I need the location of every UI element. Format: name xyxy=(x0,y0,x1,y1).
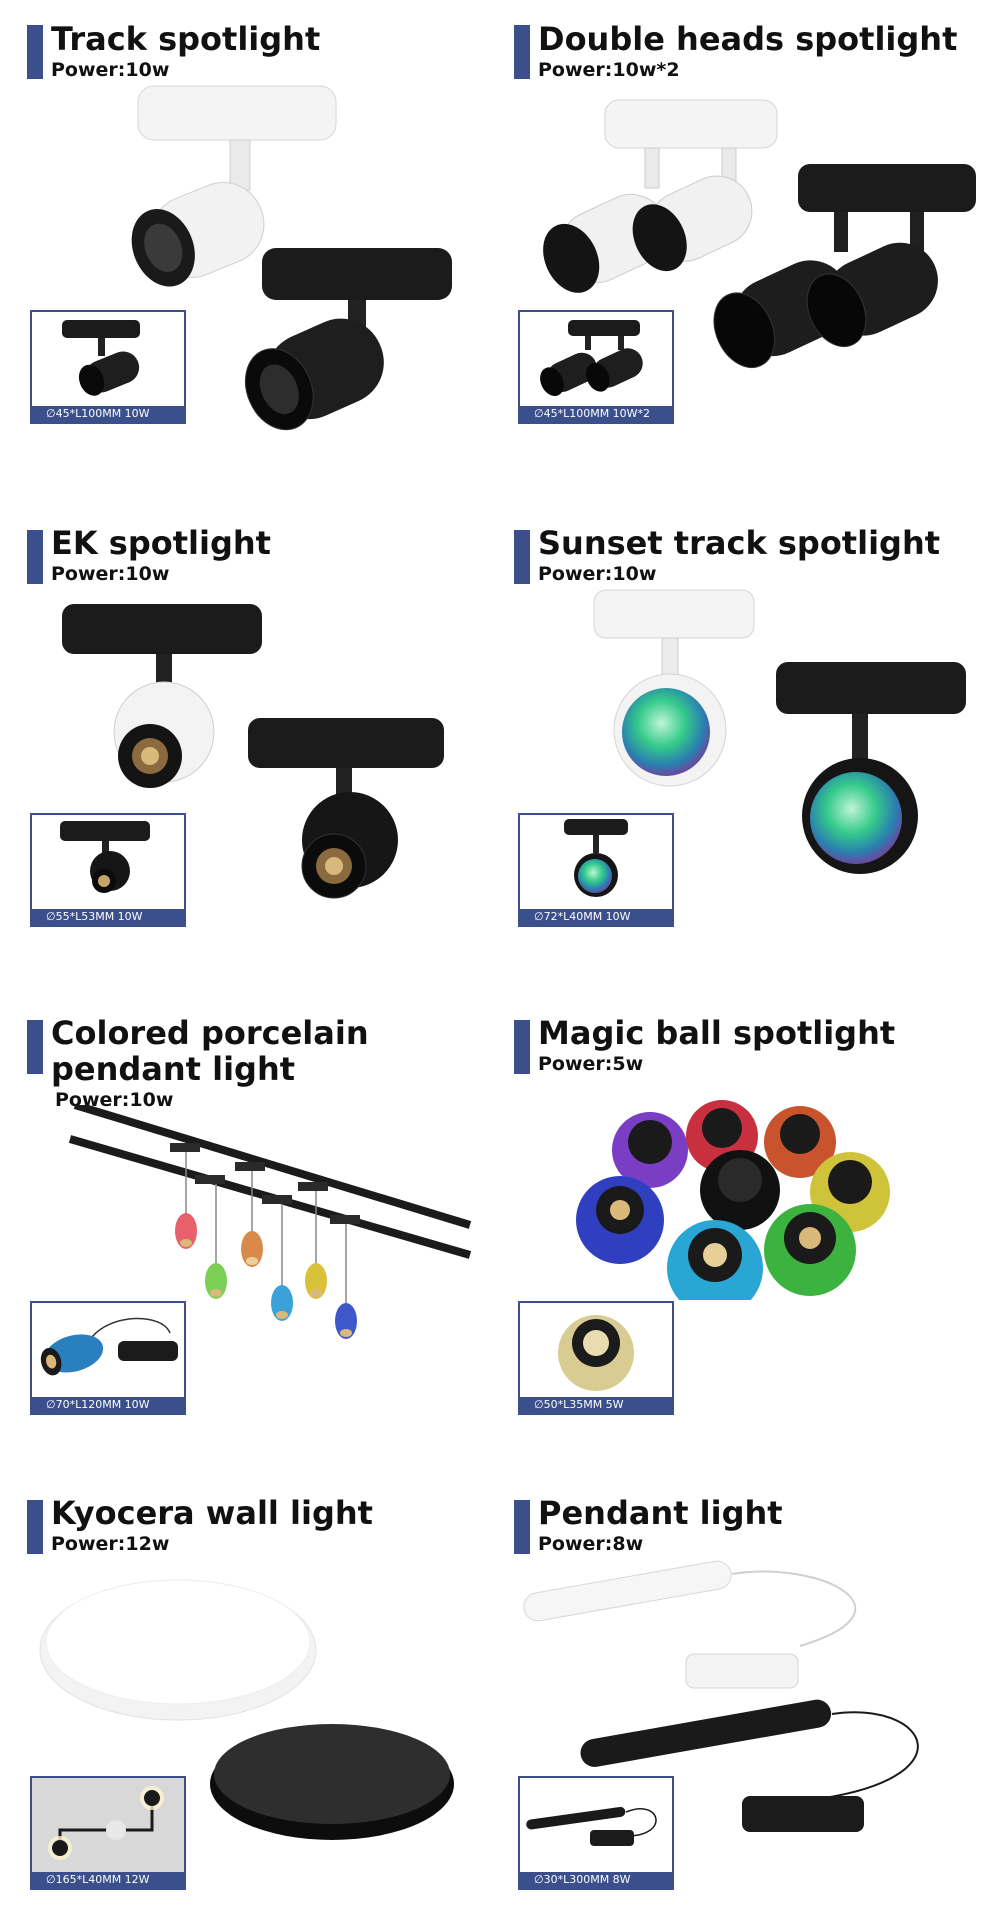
product-card-colored-porcelain-pendant-light: Colored porcelain pendant light Power:10… xyxy=(0,990,500,1470)
spec-thumbnail: ∅72*L40MM 10W xyxy=(518,813,674,927)
product-power: Power:12w xyxy=(51,1533,170,1555)
product-card-sunset-track-spotlight: Sunset track spotlight Power:10w ∅72*L40… xyxy=(500,500,1000,980)
product-image-track-spotlight xyxy=(131,85,452,431)
spec-caption: ∅55*L53MM 10W xyxy=(32,909,184,925)
spec-caption: ∅50*L35MM 5W xyxy=(520,1397,672,1413)
product-power: Power:8w xyxy=(538,1533,644,1555)
spec-thumbnail: ∅70*L120MM 10W xyxy=(30,1301,186,1415)
product-image-magic-ball-spotlight xyxy=(576,1100,890,1300)
accent-bar xyxy=(27,25,43,79)
spec-thumbnail: ∅50*L35MM 5W xyxy=(518,1301,674,1415)
product-image-double-heads-spotlight xyxy=(543,99,976,368)
product-power: Power:10w xyxy=(538,563,657,585)
product-card-track-spotlight: Track spotlight Power:10w ∅45*L100MM 10W xyxy=(0,0,500,480)
accent-bar xyxy=(514,1020,530,1074)
product-image-sunset-track-spotlight xyxy=(593,589,966,874)
product-title: Track spotlight xyxy=(51,20,321,58)
product-card-kyocera-wall-light: Kyocera wall light Power:12w ∅165*L40MM … xyxy=(0,1470,500,1921)
spec-caption: ∅70*L120MM 10W xyxy=(32,1397,184,1413)
spec-caption: ∅72*L40MM 10W xyxy=(520,909,672,925)
product-power: Power:10w xyxy=(51,563,170,585)
product-title: Double heads spotlight xyxy=(538,20,958,58)
spec-caption: ∅30*L300MM 8W xyxy=(520,1872,672,1888)
product-image-ek-spotlight xyxy=(62,604,444,899)
product-card-pendant-light: Pendant light Power:8w ∅30*L300MM 8W xyxy=(500,1470,1000,1921)
product-title-line1: Colored porcelain xyxy=(51,1014,369,1052)
product-title: Kyocera wall light xyxy=(51,1494,373,1532)
spec-thumbnail: ∅45*L100MM 10W xyxy=(30,310,186,424)
accent-bar xyxy=(27,1020,43,1074)
spec-caption: ∅165*L40MM 12W xyxy=(32,1872,184,1888)
spec-thumbnail: ∅45*L100MM 10W*2 xyxy=(518,310,674,424)
accent-bar xyxy=(27,1500,43,1554)
product-card-ek-spotlight: EK spotlight Power:10w ∅55*L53MM 10W xyxy=(0,500,500,980)
spec-caption: ∅45*L100MM 10W*2 xyxy=(520,406,672,422)
product-power: Power:5w xyxy=(538,1053,644,1075)
spec-thumbnail: ∅55*L53MM 10W xyxy=(30,813,186,927)
accent-bar xyxy=(514,530,530,584)
product-card-magic-ball-spotlight: Magic ball spotlight Power:5w ∅50*L35MM … xyxy=(500,990,1000,1470)
product-image-kyocera-wall-light xyxy=(39,1579,454,1840)
spec-thumbnail: ∅30*L300MM 8W xyxy=(518,1776,674,1890)
accent-bar xyxy=(514,1500,530,1554)
accent-bar xyxy=(27,530,43,584)
product-card-double-heads-spotlight: Double heads spotlight Power:10w*2 ∅45*L… xyxy=(500,0,1000,480)
accent-bar xyxy=(514,25,530,79)
product-title-line2: pendant light xyxy=(51,1050,296,1088)
product-title: Pendant light xyxy=(538,1494,783,1532)
spec-thumbnail: ∅165*L40MM 12W xyxy=(30,1776,186,1890)
product-title: Magic ball spotlight xyxy=(538,1014,896,1052)
product-title: Sunset track spotlight xyxy=(538,524,941,562)
spec-caption: ∅45*L100MM 10W xyxy=(32,406,184,422)
product-image-pendant-light xyxy=(523,1560,919,1832)
product-power: Power:10w*2 xyxy=(538,59,680,81)
product-power: Power:10w xyxy=(51,59,170,81)
product-image-colored-porcelain-pendant xyxy=(68,1105,472,1339)
product-title: EK spotlight xyxy=(51,524,271,562)
